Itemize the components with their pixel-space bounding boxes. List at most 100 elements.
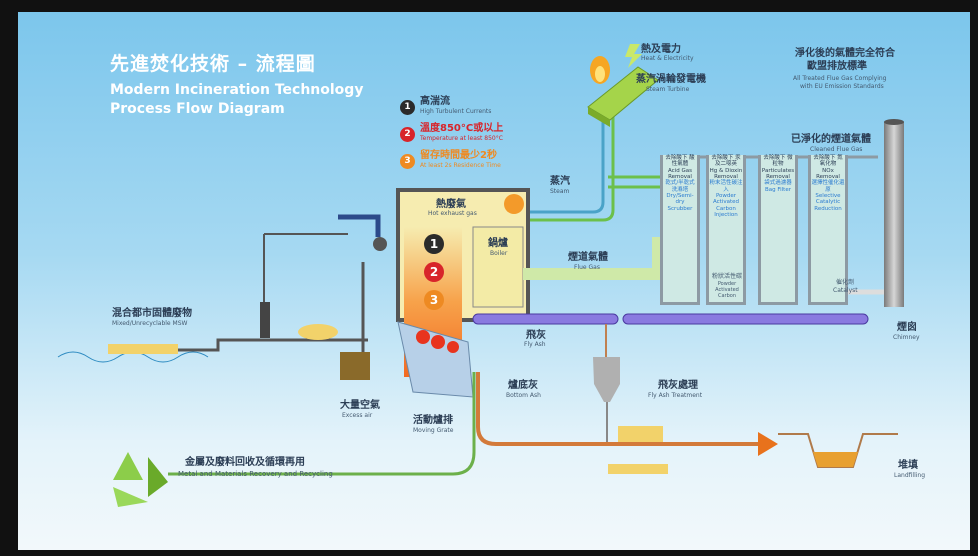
chimney-en: Chimney [893,334,920,341]
legend-en-1: High Turbulent Currents [420,108,492,115]
unit-title-en: Hg & Dioxin Removal [709,167,743,180]
boiler [472,226,524,308]
boiler-zh: 鍋爐 [488,238,508,249]
ship-icon [608,464,668,474]
steam-zh: 蒸汽 [550,176,570,187]
unit-device-en: Dry/Semi-dry Scrubber [666,192,694,212]
title-zh: 先進焚化技術 – 流程圖 [110,53,316,75]
furnace-marker-1: 1 [424,234,444,254]
particulates-removal-unit: 去除酸下 微粒物 Particulates Removal 袋式過濾器 Bag … [758,155,798,305]
excess-air-en: Excess air [342,412,373,419]
crane-grab-icon [373,237,387,251]
cleaned-gas-zh: 已淨化的煙道氣體 [791,134,871,145]
unit-device-en: Selective Catalytic Reduction [814,192,842,212]
flue-gas-en: Flue Gas [574,264,600,271]
unit-device-zh: 粉末活性碳注入 [709,180,743,193]
legend-zh-3: 留存時間最少2秒 [420,150,497,161]
title-en-line2: Process Flow Diagram [110,101,285,117]
legend-zh-1: 高湍流 [420,96,450,107]
recycling-line [168,372,476,476]
msw-zh: 混合都市固體廢物 [112,308,192,319]
standard-en-2: with EU Emission Standards [800,83,884,90]
legend-badge-3: 3 [400,154,415,169]
recycle-en: Metal and Materials Recovery and Recycli… [178,470,333,478]
diagram-graphics [57,44,904,507]
fly-ash-treatment-zh: 飛灰處理 [658,380,698,391]
fire-icon [416,330,459,353]
unit-device-zh: 乾式/半乾式洗滌塔 [665,180,695,193]
process-flow-diagram: 先進焚化技術 – 流程圖 Modern Incineration Technol… [18,12,970,550]
heat-exchanger-icon [504,194,524,214]
pac-zh: 粉狀活性碳 [712,273,743,280]
legend-en-2: Temperature at least 850°C [420,135,503,142]
landfill-zh: 堆填 [898,460,918,471]
fly-ash-zh: 飛灰 [526,330,546,341]
fly-ash-silo [593,357,620,402]
cleaned-gas-en: Cleaned Flue Gas [810,146,863,153]
moving-grate-en: Moving Grate [413,427,454,434]
unit-title-en: Acid Gas Removal [668,167,692,180]
conveyor-tower [260,302,270,338]
unit-title-zh: 去除酸下 汞及二噁英 [711,155,741,168]
catalyst-zh: 催化劑 [836,279,855,286]
unit-title-en: Particulates Removal [761,167,795,180]
bottom-ash-en: Bottom Ash [506,392,541,399]
legend-en-3: At least 2s Residence Time [420,162,501,169]
hg-dioxin-removal-unit: 去除酸下 汞及二噁英 Hg & Dioxin Removal 粉末活性碳注入 P… [706,155,746,305]
bottom-ash-line [476,372,758,446]
unit-title-zh: 去除酸下 酸性氣體 [665,155,695,168]
standard-zh-1: 淨化後的氣體完全符合 [795,48,895,59]
acid-gas-removal-unit: 去除酸下 酸性氣體 Acid Gas Removal 乾式/半乾式洗滌塔 Dry… [660,155,700,305]
recycling-icon [113,452,168,507]
water-pipe [518,112,615,222]
unit-device-en: Bag Filter [764,186,791,193]
standard-en-1: All Treated Flue Gas Complying [793,75,887,82]
legend-badge-2: 2 [400,127,415,142]
barge-icon [108,344,178,354]
heat-label-en: Heat & Electricity [641,55,694,62]
title-en-line1: Modern Incineration Technology [110,82,364,98]
msw-en: Mixed/Unrecyclable MSW [112,320,188,327]
unit-device-zh: 袋式過濾器 [764,180,792,187]
turbine-label-zh: 蒸汽渦輪發電機 [636,74,706,85]
boiler-en: Boiler [490,250,508,257]
steam-en: Steam [550,188,570,195]
truck-icon [618,426,663,442]
pac-en: Powder Activated Carbon [715,281,739,299]
fly-ash-treatment-en: Fly Ash Treatment [648,392,703,399]
heat-label-zh: 熱及電力 [641,44,681,55]
moving-grate-zh: 活動爐排 [413,415,453,426]
arrow-icon [758,432,778,456]
landfill-en: Landfilling [894,472,926,479]
flue-gas-duct [523,237,664,280]
unit-device-zh: 選擇性催化還原 [811,180,845,193]
unit-title-en: NOx Removal [816,167,840,180]
nox-removal-unit: 去除酸下 氮氧化物 NOx Removal 選擇性催化還原 Selective … [808,155,848,305]
standard-zh-2: 歐盟排放標準 [807,61,867,72]
furnace-marker-2: 2 [424,262,444,282]
flue-gas-zh: 煙道氣體 [568,252,608,263]
turbine-label-en: Steam Turbine [646,86,690,93]
steam-pipe [518,112,605,214]
crane-rail [338,214,381,237]
fly-ash-en: Fly Ash [524,341,546,348]
waste-bunker [340,352,370,380]
excess-air-zh: 大量空氣 [340,400,380,411]
catalyst-en: Catalyst [833,287,858,294]
unit-title-zh: 去除酸下 氮氧化物 [813,155,843,168]
garbage-truck-icon [298,324,338,340]
unit-device-en: Powder Activated Carbon Injection [712,192,740,218]
flame-icon [590,56,610,84]
chimney [884,122,904,307]
steam-turbine-icon [587,66,659,127]
hotgas-en: Hot exhaust gas [428,210,477,217]
recycle-zh: 金屬及廢料回收及循環再用 [185,457,305,468]
fly-ash-conveyor-1 [472,313,619,325]
legend-zh-2: 溫度850°C或以上 [420,123,504,134]
bottom-ash-zh: 爐底灰 [508,380,538,391]
furnace-marker-3: 3 [424,290,444,310]
legend-badge-1: 1 [400,100,415,115]
lightning-icon [625,44,642,68]
chimney-zh: 煙囪 [897,322,917,333]
unit-title-zh: 去除酸下 微粒物 [763,155,793,168]
